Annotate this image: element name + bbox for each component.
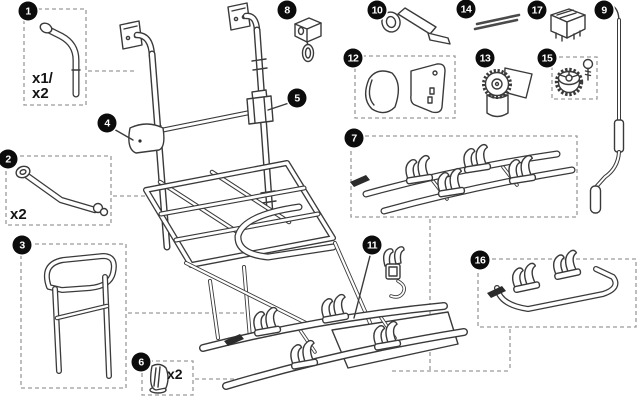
leader-part-4 [111, 127, 134, 141]
callout-14: 14 [456, 0, 476, 19]
callout-9: 9 [594, 0, 614, 20]
part-10-strap-guide [381, 7, 451, 45]
callout-4: 4 [97, 113, 117, 133]
part-6-wheel-chock [149, 363, 169, 394]
callout-2-number: 2 [5, 153, 11, 165]
part-15-box [551, 56, 598, 100]
main-lift-assembly [111, 2, 468, 390]
dashed-part-boxes [5, 8, 637, 396]
part-15-gear-and-screw [554, 58, 594, 97]
part-8-latch-knob [294, 17, 322, 63]
callout-15-number: 15 [541, 52, 553, 64]
part-2-angled-support-arm [15, 165, 109, 217]
callout-8-number: 8 [284, 4, 290, 16]
callout-17: 17 [527, 0, 547, 20]
wheel-strap-icon [350, 175, 370, 187]
callout-6-number: 6 [138, 356, 144, 368]
qty-label-part1-line2: x2 [32, 85, 49, 102]
callout-4-number: 4 [104, 117, 110, 129]
callout-12-number: 12 [347, 52, 359, 64]
qty-label-part6: x2 [167, 366, 183, 382]
callout-6: 6 [131, 352, 151, 372]
leader-part-5 [267, 101, 293, 111]
qty-label-part1-line1: x1/ [32, 70, 53, 87]
callout-14-number: 14 [460, 3, 472, 15]
callout-2: 2 [0, 149, 18, 169]
callout-7: 7 [344, 128, 364, 148]
part-11-hook-clamp [382, 246, 406, 299]
callout-13-number: 13 [479, 52, 491, 64]
part-13-motor-unit [482, 67, 533, 118]
wheel-strap-icon [224, 334, 244, 346]
callout-3: 3 [12, 235, 32, 255]
part-16-bumper-frame [487, 249, 619, 312]
callout-15: 15 [537, 48, 557, 68]
part-3-u-handle-frame [43, 253, 117, 379]
callout-5-number: 5 [294, 92, 300, 104]
callout-11-number: 11 [366, 239, 378, 251]
part-9-crank-rod [589, 4, 625, 214]
part-3-box [20, 243, 127, 389]
part-2-box [5, 155, 112, 226]
callout-7-number: 7 [351, 132, 357, 144]
callout-1-number: 1 [25, 5, 31, 17]
part-17-rocker-switch [550, 8, 586, 42]
part-1-box [23, 8, 87, 106]
callout-9-number: 9 [601, 4, 607, 16]
callout-12: 12 [343, 48, 363, 68]
part-12-cover-shell-pair [364, 63, 446, 114]
callout-10-number: 10 [371, 4, 383, 16]
part-5-crossbar-bracket [246, 89, 274, 125]
callout-8: 8 [277, 0, 297, 20]
part-14-pin-pair [473, 13, 521, 31]
leader-part-11 [353, 251, 372, 319]
part-1-bent-mount-tube [39, 22, 81, 98]
callout-11: 11 [362, 235, 382, 255]
wall-plate-left [119, 20, 143, 50]
callout-5: 5 [287, 88, 307, 108]
callout-3-number: 3 [19, 239, 25, 251]
callout-16: 16 [470, 250, 490, 270]
callout-13: 13 [475, 48, 495, 68]
lower-wheel-tray-assembly [199, 293, 468, 390]
callout-17-number: 17 [531, 4, 543, 16]
callout-16-number: 16 [474, 254, 486, 266]
part-7-wheel-tray-assembly [350, 143, 576, 215]
qty-label-part2: x2 [10, 206, 27, 223]
part-12-box [354, 55, 456, 119]
callout-10: 10 [367, 0, 387, 20]
part-4-side-cover [128, 123, 165, 154]
wheel-strap-icon [487, 286, 506, 298]
part-7-box [350, 135, 578, 218]
callout-1: 1 [18, 1, 38, 21]
